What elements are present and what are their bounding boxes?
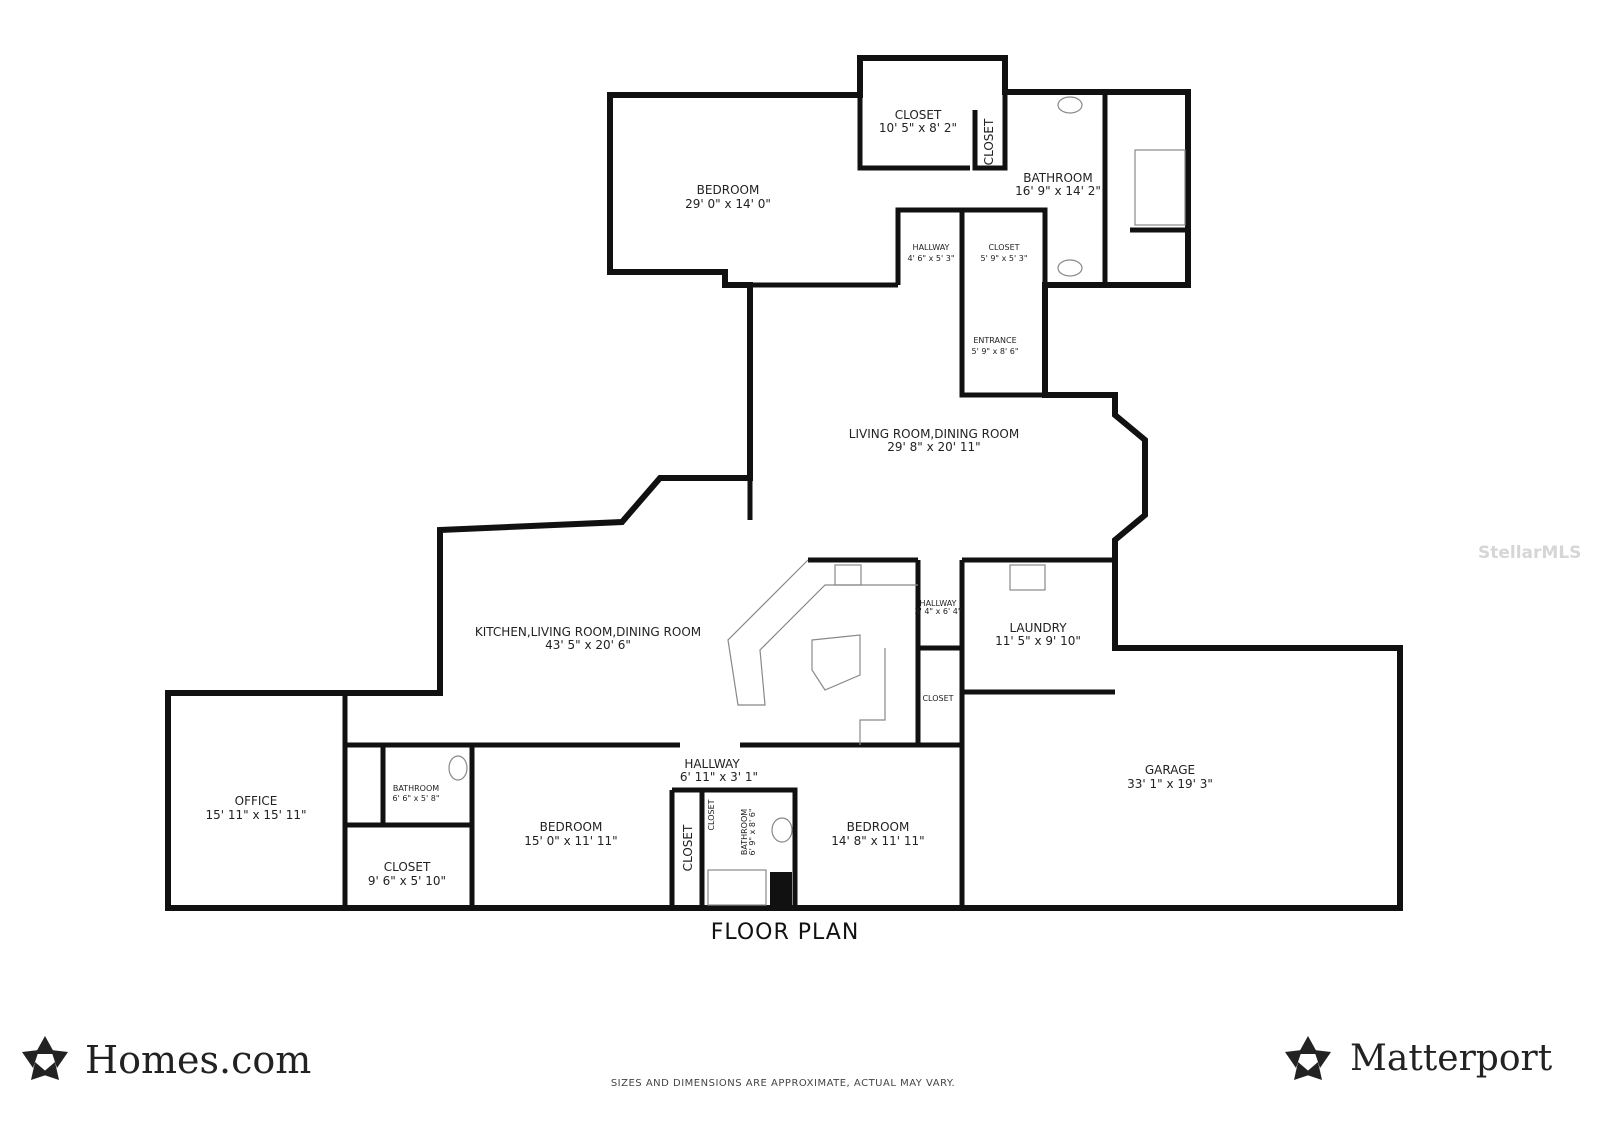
room-size: 10' 5" x 8' 2" — [879, 121, 957, 135]
room-size: 29' 0" x 14' 0" — [685, 197, 771, 211]
homes-logo: Homes.com — [85, 1038, 312, 1082]
room-size: 14' 8" x 11' 11" — [831, 834, 924, 848]
room-size: 43' 5" x 20' 6" — [545, 638, 631, 652]
exterior-walls — [165, 55, 1403, 911]
room-size: 15' 0" x 11' 11" — [524, 834, 617, 848]
room-name: CLOSET — [707, 799, 716, 830]
room-name: KITCHEN,LIVING ROOM,DINING ROOM — [475, 625, 701, 639]
room-name: BATHROOM — [1023, 171, 1092, 185]
room-name: ENTRANCE — [973, 336, 1016, 345]
room-size: 9' 6" x 5' 10" — [368, 874, 446, 888]
room-size: 6' 11" x 3' 1" — [680, 770, 758, 784]
room-name: BATHROOM — [740, 809, 749, 855]
room-name: HALLWAY — [920, 599, 957, 608]
column — [770, 872, 792, 906]
plan-title: FLOOR PLAN — [710, 920, 860, 945]
room-name: BEDROOM — [697, 183, 760, 197]
room-size: 33' 1" x 19' 3" — [1127, 777, 1213, 791]
disclaimer: SIZES AND DIMENSIONS ARE APPROXIMATE, AC… — [610, 1078, 956, 1089]
room-name: CLOSET — [384, 860, 431, 874]
room-name: CLOSET — [982, 118, 996, 165]
room-size: 29' 8" x 20' 11" — [887, 440, 980, 454]
room-name: BEDROOM — [847, 820, 910, 834]
room-name: LAUNDRY — [1009, 621, 1067, 635]
room-size: 5' 9" x 5' 3" — [980, 254, 1027, 263]
room-name: HALLWAY — [684, 757, 740, 771]
room-size: 6' 9" x 8' 6" — [748, 808, 757, 855]
room-size: 15' 11" x 15' 11" — [205, 808, 306, 822]
room-size: 6' 6" x 5' 8" — [392, 794, 439, 803]
room-size: 16' 9" x 14' 2" — [1015, 184, 1101, 198]
room-name: LIVING ROOM,DINING ROOM — [849, 427, 1019, 441]
room-name: HALLWAY — [913, 243, 950, 252]
interior-walls — [342, 92, 1188, 908]
room-size: 3' 4" x 6' 4" — [914, 607, 961, 616]
room-name: BATHROOM — [393, 784, 439, 793]
room-name: CLOSET — [922, 694, 953, 703]
room-size: 4' 6" x 5' 3" — [907, 254, 954, 263]
room-name: BEDROOM — [540, 820, 603, 834]
room-size: 5' 9" x 8' 6" — [971, 347, 1018, 356]
room-name: CLOSET — [895, 108, 942, 122]
kitchen-counters — [448, 96, 1186, 906]
room-size: 11' 5" x 9' 10" — [995, 634, 1081, 648]
room-name: CLOSET — [988, 243, 1019, 252]
watermark: StellarMLS — [1478, 543, 1582, 563]
matterport-logo-icon — [1285, 1036, 1331, 1080]
room-name: OFFICE — [235, 794, 278, 808]
homes-logo-icon — [22, 1036, 68, 1080]
room-labels: BEDROOM 29' 0" x 14' 0" CLOSET 10' 5" x … — [205, 108, 1212, 888]
room-name: GARAGE — [1145, 763, 1195, 777]
room-name: CLOSET — [681, 824, 695, 871]
matterport-logo: Matterport — [1350, 1038, 1553, 1079]
